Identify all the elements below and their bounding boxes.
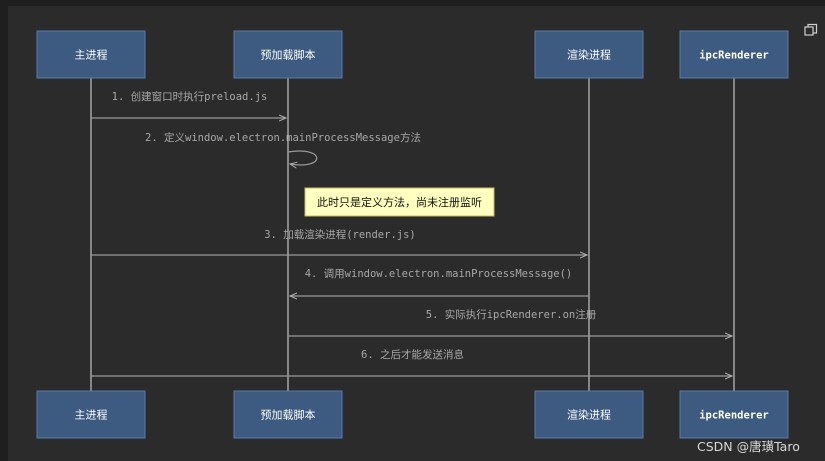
watermark: CSDN @唐璜Taro — [697, 439, 800, 454]
copy-icon[interactable] — [804, 22, 818, 36]
participant-box — [36, 390, 146, 439]
participant-label: ipcRenderer — [699, 50, 769, 62]
participant-preload-top: 预加载脚本 — [233, 30, 343, 79]
diagram-frame: 1. 创建窗口时执行preload.js 2. 定义window.electron… — [8, 6, 825, 461]
participant-box — [534, 390, 644, 439]
message-5: 5. 实际执行ipcRenderer.on注册 — [288, 308, 732, 336]
message-3: 3. 加载渲染进程(render.js) — [91, 228, 587, 255]
participant-box — [36, 30, 146, 79]
participant-label: 预加载脚本 — [261, 48, 316, 62]
participant-label: 主进程 — [75, 49, 108, 62]
participant-box — [233, 390, 343, 439]
message-2: 2. 定义window.electron.mainProcessMessage方… — [145, 131, 421, 165]
message-label: 3. 加载渲染进程(render.js) — [264, 228, 416, 241]
participant-ipc-top: ipcRenderer — [679, 30, 789, 79]
participant-main-bottom: 主进程 — [36, 390, 146, 439]
message-4: 4. 调用window.electron.mainProcessMessage(… — [290, 268, 589, 296]
note: 此时只是定义方法，尚未注册监听 — [304, 187, 495, 217]
note-text: 此时只是定义方法，尚未注册监听 — [317, 195, 482, 209]
participant-label: 预加载脚本 — [261, 408, 316, 422]
message-label: 1. 创建窗口时执行preload.js — [112, 90, 268, 103]
participant-main-top: 主进程 — [36, 30, 146, 79]
message-label: 5. 实际执行ipcRenderer.on注册 — [426, 308, 597, 321]
message-label: 6. 之后才能发送消息 — [361, 348, 464, 361]
sequence-diagram: 1. 创建窗口时执行preload.js 2. 定义window.electron… — [36, 30, 789, 439]
message-label: 4. 调用window.electron.mainProcessMessage(… — [305, 268, 573, 280]
participant-label: ipcRenderer — [699, 410, 769, 422]
participant-box — [679, 390, 789, 439]
participant-label: 主进程 — [75, 409, 108, 422]
participant-label: 渲染进程 — [567, 48, 611, 62]
participant-renderer-top: 渲染进程 — [534, 30, 644, 79]
message-6: 6. 之后才能发送消息 — [91, 348, 732, 376]
note-box — [304, 187, 495, 217]
participant-renderer-bottom: 渲染进程 — [534, 390, 644, 439]
participant-box — [534, 30, 644, 79]
participant-label: 渲染进程 — [567, 408, 611, 422]
participant-box — [679, 30, 789, 79]
self-message-arrow — [287, 150, 318, 165]
participant-ipc-bottom: ipcRenderer — [679, 390, 789, 439]
participant-box — [233, 30, 343, 79]
participant-preload-bottom: 预加载脚本 — [233, 390, 343, 439]
message-1: 1. 创建窗口时执行preload.js — [91, 90, 286, 118]
message-label: 2. 定义window.electron.mainProcessMessage方… — [145, 131, 421, 144]
